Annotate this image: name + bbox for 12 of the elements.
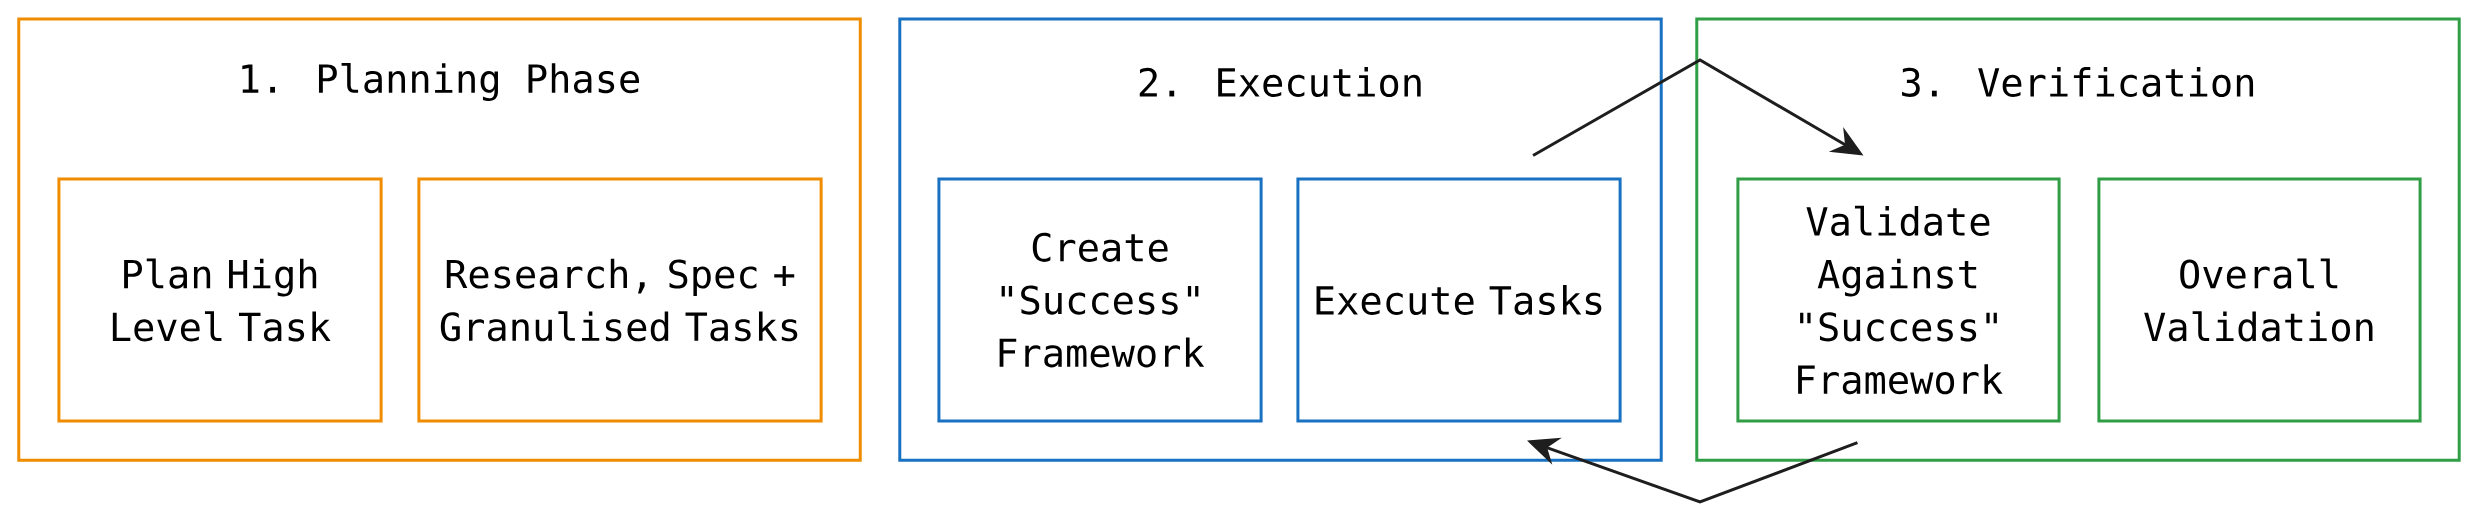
group-box: [898, 17, 1663, 462]
process-box: Overall Validation: [2097, 177, 2422, 423]
process-box: Validate Against "Success" Framework: [1736, 177, 2061, 423]
group-heading: 1. Planning Phase: [242, 63, 639, 101]
group-box: [17, 17, 862, 462]
group-heading: 2. Execution: [1139, 67, 1421, 97]
process-box: Research, Spec + Granulised Tasks: [417, 177, 823, 423]
group-heading: 3. Verification: [1902, 67, 2254, 97]
process-box: Execute Tasks: [1296, 177, 1622, 423]
process-box: Create "Success" Framework: [937, 177, 1263, 423]
process-box: Plan High Level Task: [57, 177, 383, 423]
group-box: [1695, 17, 2461, 462]
